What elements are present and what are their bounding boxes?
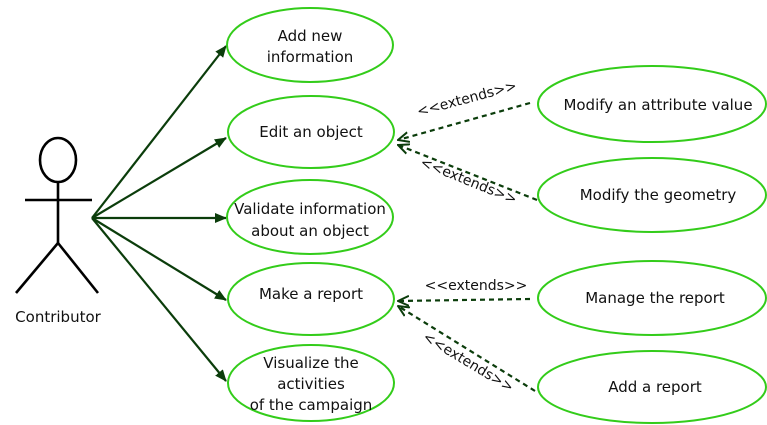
- association-arrow-add-new-information: [91, 45, 227, 219]
- use-case-visualize-activities: Visualize the activities of the campaign: [227, 344, 395, 422]
- use-case-modify-geometry: Modify the geometry: [537, 157, 767, 233]
- extends-arrow-manage-report: [398, 299, 531, 301]
- extends-label: <<extends>>: [415, 78, 518, 120]
- extends-label: <<extends>>: [425, 278, 528, 294]
- use-case-add-new-information: Add new information: [226, 7, 394, 83]
- actor-right-leg: [56, 242, 100, 294]
- extends-arrow-modify-attribute: [398, 101, 531, 140]
- actor-left-leg: [15, 242, 59, 294]
- extends-label: <<extends>>: [420, 329, 516, 396]
- actor-label: Contributor: [15, 308, 101, 326]
- actor-head: [38, 136, 78, 184]
- contributor-actor: Contributor: [15, 136, 102, 326]
- use-case-label: Edit an object: [259, 123, 363, 141]
- use-case-modify-attribute-value: Modify an attribute value: [537, 65, 767, 143]
- use-case-label: Add new: [278, 27, 343, 45]
- use-case-label: Add a report: [608, 378, 702, 396]
- association-arrow-edit-object: [91, 137, 227, 219]
- use-case-edit-object: Edit an object: [227, 95, 395, 169]
- association-arrows: [91, 45, 227, 382]
- use-case-add-report: Add a report: [537, 350, 767, 424]
- use-case-make-report: Make a report: [227, 262, 395, 336]
- association-arrow-make-report: [91, 217, 227, 301]
- use-case-label: activities: [277, 375, 345, 393]
- use-case-label: Manage the report: [585, 289, 725, 307]
- use-case-label: Validate information: [234, 200, 386, 218]
- use-case-label: Modify an attribute value: [563, 96, 752, 114]
- use-case-label: Modify the geometry: [580, 186, 737, 204]
- use-case-label: information: [267, 48, 354, 66]
- use-case-validate-information: Validate information about an object: [226, 179, 394, 255]
- extends-arrow-add-report: [398, 306, 536, 392]
- extends-arrow-modify-geometry: [398, 145, 538, 202]
- association-arrow-visualize-activities: [91, 217, 227, 382]
- use-case-label: about an object: [251, 222, 369, 240]
- extends-relations: <<extends>> <<extends>> <<extends>> <<ex…: [398, 78, 538, 396]
- use-case-label: Visualize the: [263, 354, 358, 372]
- use-case-manage-report: Manage the report: [537, 260, 767, 336]
- extends-label: <<extends>>: [418, 155, 519, 208]
- use-case-label: Make a report: [259, 285, 363, 303]
- use-case-label: of the campaign: [250, 396, 373, 414]
